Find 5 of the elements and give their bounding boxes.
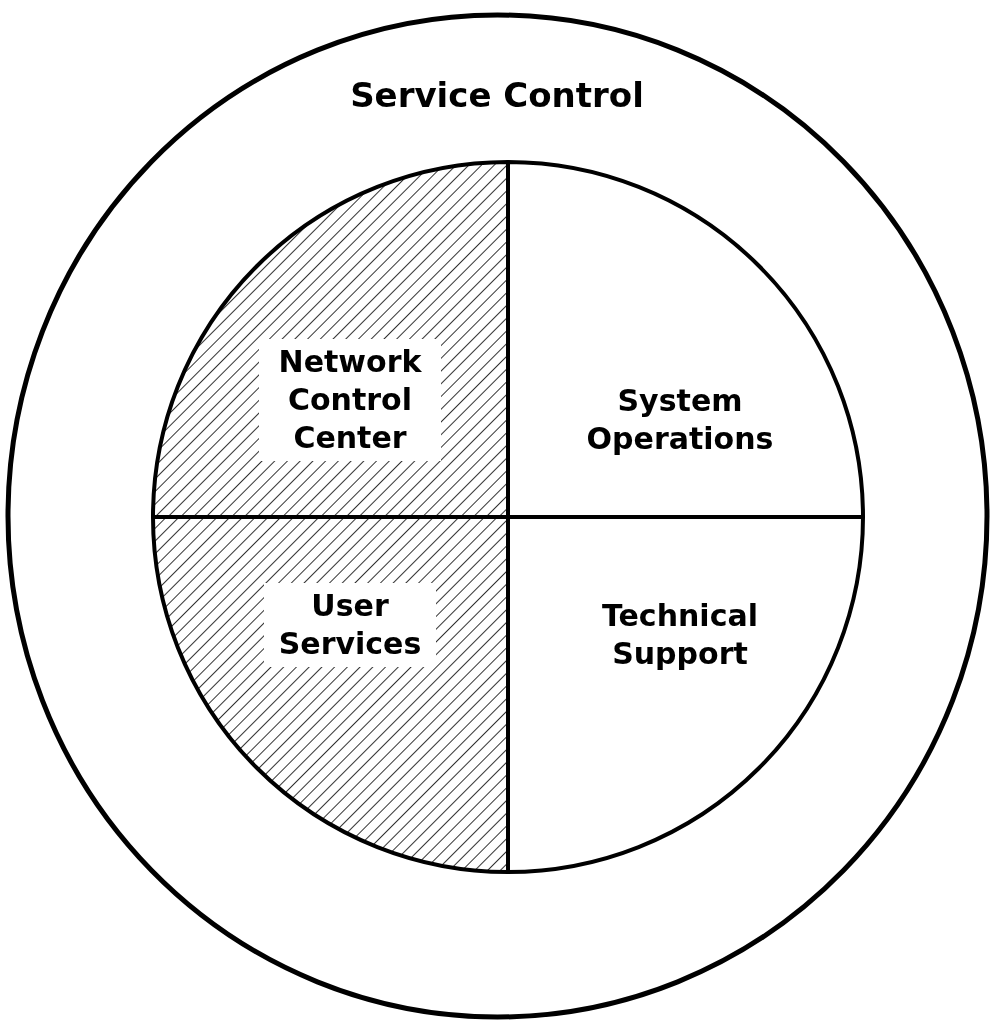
- quadrant-label: System Operations: [585, 382, 775, 458]
- quadrant-label: Technical Support: [601, 597, 759, 673]
- quadrant-label: Network Control Center: [259, 339, 441, 461]
- quadrant-label: User Services: [264, 583, 436, 667]
- circle-title: Service Control: [349, 76, 645, 114]
